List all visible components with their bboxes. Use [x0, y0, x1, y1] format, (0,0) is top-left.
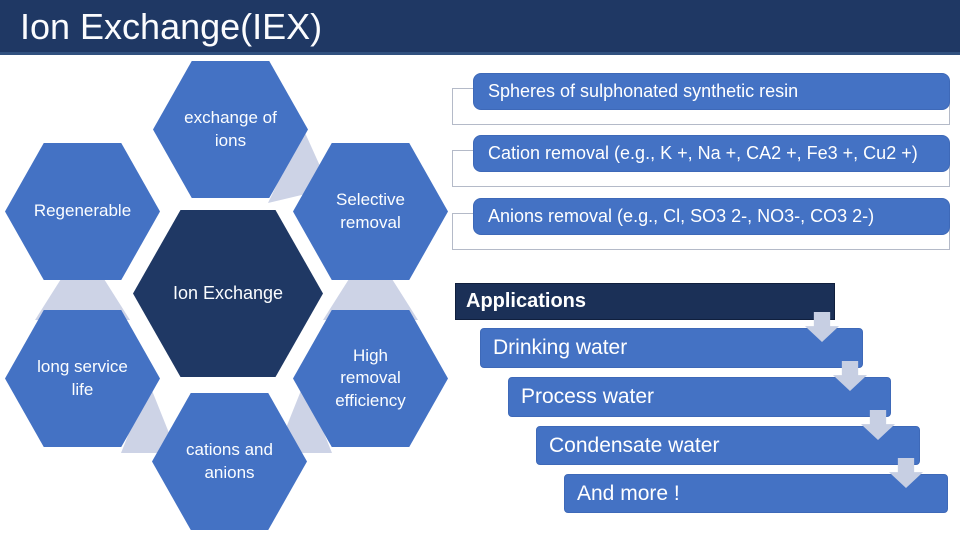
hexagon-label: long service life	[37, 357, 128, 399]
application-bar-condensate-water: Condensate water	[536, 426, 920, 465]
hexagon-long-service-life: long service life	[5, 310, 160, 447]
hexagon-label: cations and anions	[186, 440, 273, 482]
hexagon-label: High removal efficiency	[335, 346, 406, 410]
title-bar: Ion Exchange(IEX)	[0, 0, 960, 55]
applications-header: Applications	[455, 283, 835, 320]
hexagon-label: exchange of ions	[184, 108, 277, 150]
hexagon-high-removal-efficiency: High removal efficiency	[293, 310, 448, 447]
page-title: Ion Exchange(IEX)	[20, 6, 323, 47]
application-bar-and-more: And more !	[564, 474, 948, 513]
application-bar-process-water: Process water	[508, 377, 891, 417]
hexagon-ion-exchange-center: Ion Exchange	[133, 210, 323, 377]
hexagon-cations-and-anions: cations and anions	[152, 393, 307, 530]
hexagon-label: Ion Exchange	[172, 282, 284, 303]
hexagon-label: Selective removal	[336, 190, 405, 232]
hexagon-label: Regenerable	[33, 201, 132, 221]
hexagon-selective-removal: Selective removal	[293, 143, 448, 280]
callout-bar-cation-removal: Cation removal (e.g., K +, Na +, CA2 +, …	[473, 135, 950, 172]
callout-bar-resin: Spheres of sulphonated synthetic resin	[473, 73, 950, 110]
hexagon-regenerable: Regenerable	[5, 143, 160, 280]
callout-bar-anions-removal: Anions removal (e.g., Cl, SO3 2-, NO3-, …	[473, 198, 950, 235]
application-bar-drinking-water: Drinking water	[480, 328, 863, 368]
